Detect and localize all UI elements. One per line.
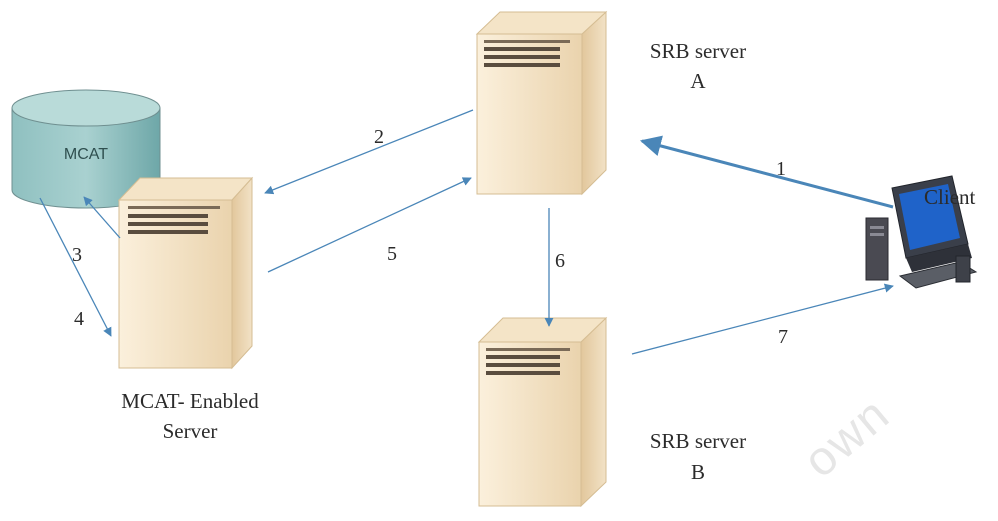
srb-server-b-tower: [477, 316, 608, 508]
edge-4-label: 4: [74, 308, 84, 330]
srb-server-b-label-line1: SRB server: [649, 429, 747, 453]
mcat-enabled-server-tower: [117, 176, 254, 370]
edge-3-arrow: [83, 196, 121, 239]
edge-1-arrow: [639, 135, 894, 209]
edge-5-arrow: [267, 177, 472, 273]
mcat-server-label-line1: MCAT- Enabled: [121, 389, 259, 413]
mcat-db-label: MCAT: [63, 146, 109, 163]
edge-7-arrow: [631, 283, 894, 355]
edge-6-label: 6: [555, 250, 565, 272]
edges: [39, 109, 894, 355]
srb-server-a-label-line2: A: [690, 69, 706, 93]
client-computer-icon: [865, 175, 978, 289]
edge-1-label: 1: [776, 158, 786, 180]
srb-server-b-label-line2: B: [690, 460, 705, 484]
client-label: Client: [924, 185, 976, 209]
edge-5-label: 5: [387, 243, 397, 265]
edge-2-label: 2: [374, 126, 384, 148]
srb-server-a-label-line1: SRB server: [649, 39, 747, 63]
srb-server-a-tower: [475, 10, 608, 196]
edge-7-label: 7: [778, 326, 788, 348]
mcat-database: [11, 89, 161, 209]
edge-4-arrow: [39, 197, 112, 337]
mcat-server-label-line2: Server: [162, 419, 218, 443]
edge-2-arrow: [264, 109, 474, 195]
edge-3-label: 3: [72, 244, 82, 266]
